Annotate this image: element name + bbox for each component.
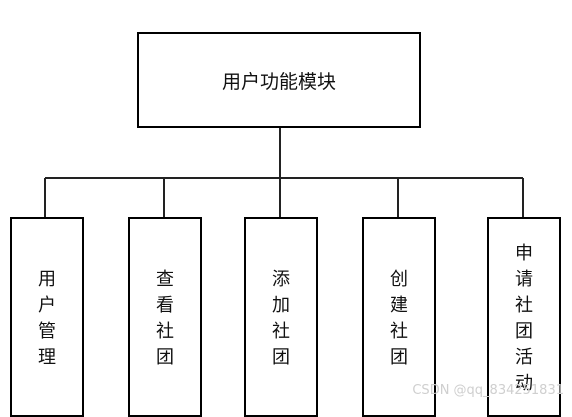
label-char: 团	[515, 321, 533, 342]
label-char: 活	[515, 347, 533, 368]
root-node: 用户功能模块	[137, 32, 421, 128]
label-char: 看	[156, 295, 174, 316]
label-char: 社	[515, 295, 533, 316]
label-char: 申	[515, 243, 533, 264]
child-node-add-club: 添加社团	[244, 217, 318, 417]
label-char: 建	[390, 295, 408, 316]
connector-lines	[44, 128, 524, 217]
child-node-label: 创建社团	[364, 267, 434, 371]
child-node-label: 添加社团	[246, 267, 316, 371]
child-node-label: 申请社团活动	[489, 241, 559, 397]
watermark-text: CSDN @qq_834251831	[412, 383, 564, 398]
label-char: 社	[156, 321, 174, 342]
label-char: 创	[390, 269, 408, 290]
label-char: 查	[156, 269, 174, 290]
label-char: 用	[38, 269, 56, 290]
label-char: 团	[390, 347, 408, 368]
label-char: 请	[515, 269, 533, 290]
label-char: 社	[390, 321, 408, 342]
label-char: 加	[272, 295, 290, 316]
child-node-label: 查看社团	[130, 267, 200, 371]
label-char: 动	[515, 373, 533, 394]
root-node-label: 用户功能模块	[221, 70, 336, 93]
label-char: 团	[156, 347, 174, 368]
label-char: 理	[38, 347, 56, 368]
label-char: 管	[38, 321, 56, 342]
child-node-create-club: 创建社团	[362, 217, 436, 417]
child-node-view-clubs: 查看社团	[128, 217, 202, 417]
child-node-label: 用户管理	[12, 267, 82, 371]
label-char: 社	[272, 321, 290, 342]
child-node-user-management: 用户管理	[10, 217, 84, 417]
label-char: 户	[38, 295, 56, 316]
label-char: 添	[272, 269, 290, 290]
label-char: 团	[272, 347, 290, 368]
